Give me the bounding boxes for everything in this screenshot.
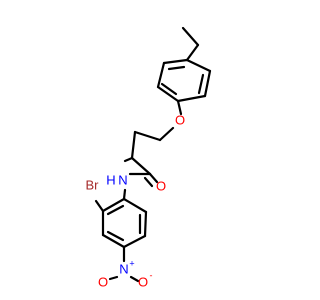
bond-ring2-c xyxy=(122,234,147,249)
bond-ring2-f-inner xyxy=(106,204,125,216)
amide-hydrogen-label: H xyxy=(106,172,115,187)
bond-ring1-b-inner xyxy=(197,73,205,95)
bond-ring2-a xyxy=(122,197,148,214)
bond-nitrogen-to-ring xyxy=(122,188,127,201)
bond-chain-2 xyxy=(130,130,137,160)
molecule-diagram: O O N H Br N + O O - xyxy=(86,26,212,289)
nitro-nitrogen-label: N xyxy=(119,261,128,276)
bond-ring1-f xyxy=(162,58,189,65)
nitro-plus-charge: + xyxy=(129,258,134,268)
bond-carbonyl-double-b xyxy=(143,176,154,188)
nitro-oxygen-left-label: O xyxy=(98,274,108,289)
amide-nitrogen-label: N xyxy=(118,172,127,187)
ether-oxygen-label: O xyxy=(175,112,185,127)
bond-ring2-f xyxy=(101,197,126,213)
bond-carbonyl-to-nitrogen xyxy=(123,156,134,163)
bond-ring1-d xyxy=(156,85,180,103)
bond-ring2-d xyxy=(101,233,126,249)
nitro-oxygen-right-label: O xyxy=(138,274,148,289)
bond-ring2-b xyxy=(143,210,148,238)
bond-ring1-a xyxy=(185,58,212,73)
bond-oxygen-to-chain xyxy=(158,126,175,142)
bond-chain-1 xyxy=(133,130,162,142)
bond-carbonyl-double-a xyxy=(148,172,159,184)
bromine-label: Br xyxy=(86,177,100,192)
bond-ring2-d-inner xyxy=(106,230,125,242)
bond-ring1-e xyxy=(156,61,166,89)
bond-ring1-f-inner xyxy=(167,65,186,71)
bond-chain-3 xyxy=(130,156,152,176)
molecule-svg: O O N H Br N + O O - xyxy=(86,26,212,289)
bond-ethyl-ch2 xyxy=(185,43,200,62)
bond-ring1-d-inner xyxy=(160,82,178,96)
bond-nitro-o-left xyxy=(108,275,119,281)
bond-ring-to-bromine xyxy=(94,199,105,213)
bond-nitro-o-right xyxy=(129,275,140,283)
bond-ring-to-oxygen xyxy=(176,99,183,116)
nitro-minus-charge: - xyxy=(150,270,153,280)
bond-ethyl-ch3 xyxy=(181,26,200,47)
carbonyl-oxygen-label: O xyxy=(156,178,166,193)
bond-ring1-c xyxy=(176,94,207,103)
bond-ring1-b xyxy=(203,69,212,98)
